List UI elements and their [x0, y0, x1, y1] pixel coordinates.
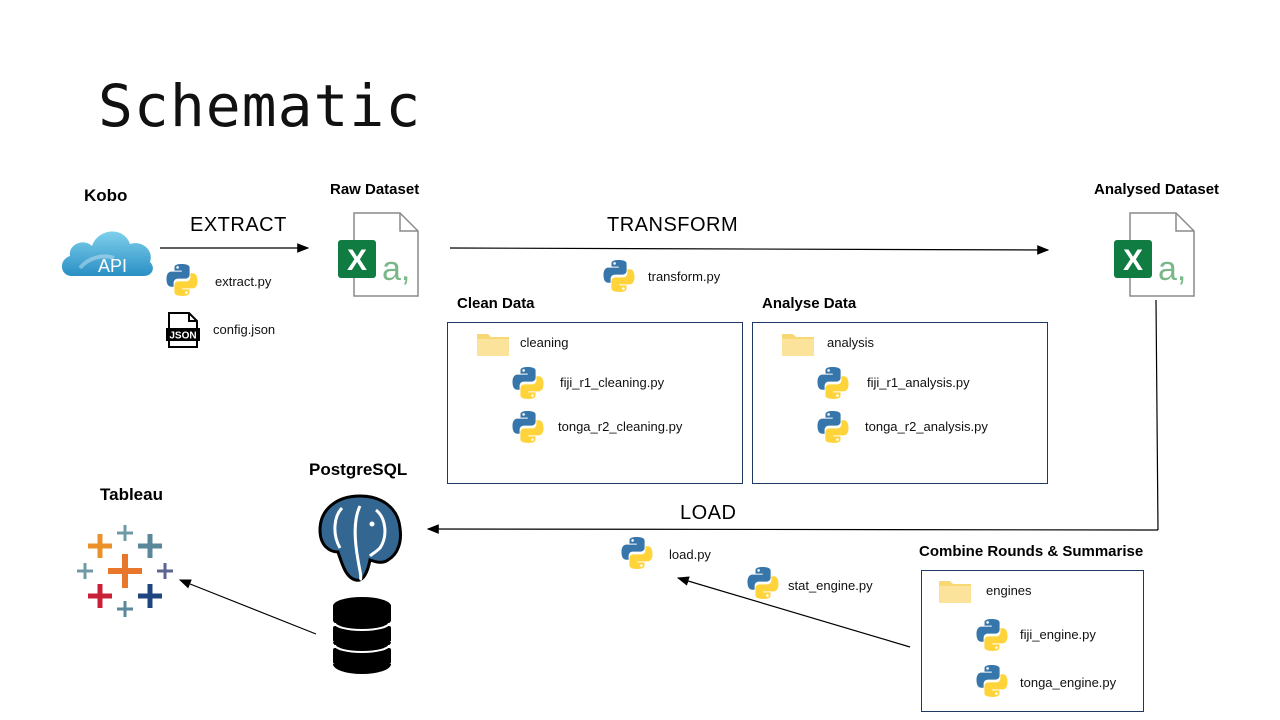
transform-stage-label: TRANSFORM: [607, 214, 739, 236]
file-label: tonga_r2_analysis.py: [865, 419, 988, 434]
postgres-label: PostgreSQL: [309, 460, 408, 479]
cloud-api-icon: API: [58, 218, 156, 280]
excel-x-letter: X: [1123, 244, 1143, 277]
file-label: fiji_r1_analysis.py: [867, 375, 970, 390]
folder-icon: [938, 578, 972, 604]
python-icon: [974, 663, 1010, 704]
load-stage-label: LOAD: [680, 502, 737, 524]
combine-label: Combine Rounds & Summarise: [919, 543, 1144, 560]
excel-a-glyph: a,: [382, 250, 410, 288]
folder-label: cleaning: [520, 335, 569, 350]
file-label: tonga_r2_cleaning.py: [558, 419, 683, 434]
combine-panel: engines fiji_engine.py tonga_engine.py: [921, 570, 1144, 712]
extract-script-label: extract.py: [215, 274, 272, 289]
api-text: API: [98, 256, 127, 276]
python-icon: [815, 409, 851, 450]
tableau-logo-icon: [76, 522, 174, 620]
analysed-down-line: [1155, 299, 1159, 531]
clean-data-panel: cleaning fiji_r1_cleaning.py tonga_r2_cl…: [447, 322, 743, 484]
folder-label: analysis: [827, 335, 874, 350]
python-icon: [815, 365, 851, 406]
raw-dataset-label: Raw Dataset: [330, 181, 420, 198]
kobo-label: Kobo: [84, 186, 128, 205]
folder-icon: [476, 331, 510, 357]
engines-to-load-arrow: [676, 576, 911, 648]
clean-data-label: Clean Data: [457, 295, 535, 312]
python-icon: [745, 565, 781, 606]
excel-file-icon: X a,: [1114, 212, 1196, 298]
json-badge-text: JSON: [169, 331, 196, 342]
file-label: fiji_engine.py: [1020, 627, 1096, 642]
load-script-label: load.py: [669, 547, 711, 562]
db-to-tableau-arrow: [178, 579, 317, 635]
transform-script-label: transform.py: [648, 269, 721, 284]
stat-engine-script-label: stat_engine.py: [788, 578, 873, 593]
python-icon: [601, 258, 637, 299]
extract-stage-label: EXTRACT: [190, 214, 287, 236]
excel-a-glyph: a,: [1158, 250, 1186, 288]
transform-arrow: [449, 245, 1050, 255]
folder-icon: [781, 331, 815, 357]
analyse-data-label: Analyse Data: [762, 295, 857, 312]
python-icon: [974, 617, 1010, 658]
database-icon: [332, 596, 392, 676]
python-icon: [619, 535, 655, 576]
python-icon: [510, 409, 546, 450]
analysed-dataset-label: Analysed Dataset: [1094, 181, 1220, 198]
folder-label: engines: [986, 583, 1032, 598]
file-label: tonga_engine.py: [1020, 675, 1117, 690]
tableau-label: Tableau: [100, 485, 163, 504]
python-icon: [164, 262, 200, 303]
excel-file-icon: X a,: [338, 212, 420, 298]
file-label: fiji_r1_cleaning.py: [560, 375, 665, 390]
config-file-label: config.json: [213, 322, 276, 337]
postgres-elephant-icon: [312, 490, 408, 586]
analyse-data-panel: analysis fiji_r1_analysis.py tonga_r2_an…: [752, 322, 1048, 484]
page-title: Schematic: [98, 72, 422, 140]
json-file-icon: JSON: [166, 312, 200, 348]
excel-x-letter: X: [347, 244, 367, 277]
load-arrow: [426, 524, 1159, 534]
python-icon: [510, 365, 546, 406]
